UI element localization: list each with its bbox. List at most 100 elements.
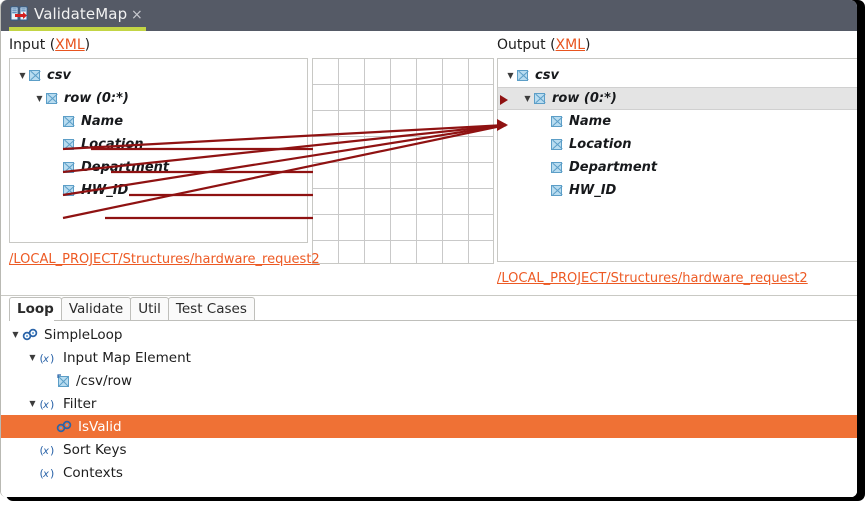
input-tree-node[interactable]: Name (50, 110, 123, 133)
variable-fx-icon: (x) (39, 443, 57, 457)
structure-element-icon (534, 93, 545, 104)
map-document-icon (10, 6, 28, 24)
structure-element-icon (63, 185, 74, 196)
output-tree-node-label: csv (535, 68, 559, 83)
output-tree-node[interactable]: Name (538, 110, 611, 133)
input-tree-node[interactable]: ▼ csv (16, 64, 71, 87)
loop-tree-node-label: /csv/row (76, 372, 133, 389)
mapping-canvas[interactable] (312, 58, 494, 264)
tab-label: Validate (68, 301, 124, 317)
expand-collapse-triangle-icon[interactable]: ▼ (12, 330, 19, 339)
tab-label: Test Cases (175, 301, 247, 317)
expand-collapse-triangle-icon[interactable]: ▼ (524, 94, 531, 103)
output-tree-node[interactable]: Location (538, 133, 632, 156)
loop-definition-tree[interactable]: ▼SimpleLoop▼(x)Input Map Element/csv/row… (1, 323, 857, 497)
window-title: ValidateMap (34, 5, 128, 23)
input-tree-node[interactable]: Location (50, 133, 144, 156)
output-tree-node-label: Location (569, 137, 632, 152)
title-bar: ValidateMap × (1, 0, 857, 31)
close-icon[interactable]: × (131, 7, 143, 23)
output-tree-node-label: Name (569, 114, 612, 129)
structure-element-icon (517, 70, 528, 81)
tab-util[interactable]: Util (130, 297, 169, 320)
output-structure-path[interactable]: /LOCAL_PROJECT/Structures/hardware_reque… (497, 271, 808, 286)
output-tree-node-label: HW_ID (569, 183, 617, 198)
input-label-suffix: ) (84, 37, 91, 53)
output-xml-link[interactable]: XML (555, 37, 586, 53)
output-section-label: Output (XML) (497, 37, 591, 53)
expand-collapse-triangle-icon[interactable]: ▼ (29, 399, 36, 408)
loop-tree-node[interactable]: ▼(x)Input Map Element (1, 346, 857, 369)
loop-tree-node[interactable]: (x) Contexts (1, 461, 857, 484)
expand-collapse-triangle-icon[interactable]: ▼ (507, 71, 514, 80)
section-divider (1, 295, 857, 296)
output-tree-node[interactable]: ▼row (0:*) (498, 87, 857, 110)
structure-element-icon (63, 139, 74, 150)
variable-fx-icon: (x) (39, 397, 57, 411)
selected-row-marker-icon (500, 95, 508, 105)
svg-text:): ) (50, 444, 54, 457)
loop-tree-node-label: Contexts (63, 464, 123, 481)
loop-tree-node[interactable]: (x) Sort Keys (1, 438, 857, 461)
structure-element-icon (551, 139, 562, 150)
input-structure-path[interactable]: /LOCAL_PROJECT/Structures/hardware_reque… (9, 252, 320, 267)
structure-element-icon (551, 162, 562, 173)
input-tree-node-label: Department (81, 160, 170, 175)
loop-tree-node[interactable]: ▼(x)Filter (1, 392, 857, 415)
output-label-suffix: ) (585, 37, 591, 53)
input-tree-node[interactable]: HW_ID (50, 179, 128, 202)
input-tree-node-label: HW_ID (81, 183, 129, 198)
loop-tree-node-label: Sort Keys (63, 441, 127, 458)
detail-tab-strip[interactable]: Loop Validate Util Test Cases (9, 297, 255, 320)
structure-element-icon (551, 116, 562, 127)
svg-text:x: x (42, 400, 49, 411)
tab-test-cases[interactable]: Test Cases (167, 297, 255, 320)
loop-tree-node-label: SimpleLoop (44, 326, 123, 343)
expand-collapse-triangle-icon[interactable]: ▼ (19, 71, 26, 80)
output-tree-node-label: Department (569, 160, 658, 175)
tab-strip-underline (9, 320, 857, 321)
loop-tree-node[interactable]: /csv/row (1, 369, 857, 392)
svg-text:(: ( (40, 352, 44, 365)
variable-fx-icon: (x) (39, 466, 57, 480)
svg-text:): ) (50, 352, 54, 365)
window-body: Input (XML) Output (XML) ▼csv▼row (0:*)N… (1, 31, 857, 497)
tab-label: Util (138, 301, 161, 317)
input-section-label: Input (XML) (9, 37, 90, 53)
output-tree-node[interactable]: HW_ID (538, 179, 616, 202)
active-tab-accent-strip (9, 27, 146, 31)
loop-tree-node[interactable]: IsValid (1, 415, 857, 438)
input-xml-link[interactable]: XML (55, 37, 85, 53)
tab-validate[interactable]: Validate (60, 297, 132, 320)
svg-text:): ) (50, 398, 54, 411)
variable-fx-icon: (x) (39, 351, 57, 365)
structure-element-icon (551, 185, 562, 196)
input-tree-node[interactable]: ▼ row (0:*) (33, 87, 129, 110)
input-tree-node-label: row (0:*) (64, 91, 129, 106)
structure-element-icon (29, 70, 40, 81)
svg-text:): ) (50, 467, 54, 480)
svg-text:x: x (42, 354, 49, 365)
output-tree-node[interactable]: Department (538, 156, 657, 179)
tab-loop[interactable]: Loop (9, 297, 62, 320)
expand-collapse-triangle-icon[interactable]: ▼ (36, 94, 43, 103)
input-tree-node[interactable]: Department (50, 156, 169, 179)
loop-tree-node-label: Filter (63, 395, 97, 412)
structure-element-icon (63, 116, 74, 127)
output-label-prefix: Output ( (497, 37, 556, 53)
chain-links-icon (22, 328, 38, 342)
svg-text:(: ( (40, 398, 44, 411)
output-tree-node[interactable]: ▼ csv (504, 64, 559, 87)
input-tree-node-label: Name (81, 114, 124, 129)
expand-collapse-triangle-icon[interactable]: ▼ (29, 353, 36, 362)
window-frame: ValidateMap × Input (XML) Output (XML) ▼… (0, 0, 857, 497)
loop-tree-node[interactable]: ▼ SimpleLoop (1, 323, 857, 346)
svg-text:x: x (42, 446, 49, 457)
loop-tree-node-label: Input Map Element (63, 349, 191, 366)
map-element-icon (56, 373, 70, 388)
input-tree-node-label: Location (81, 137, 144, 152)
input-tree-node-label: csv (47, 68, 71, 83)
